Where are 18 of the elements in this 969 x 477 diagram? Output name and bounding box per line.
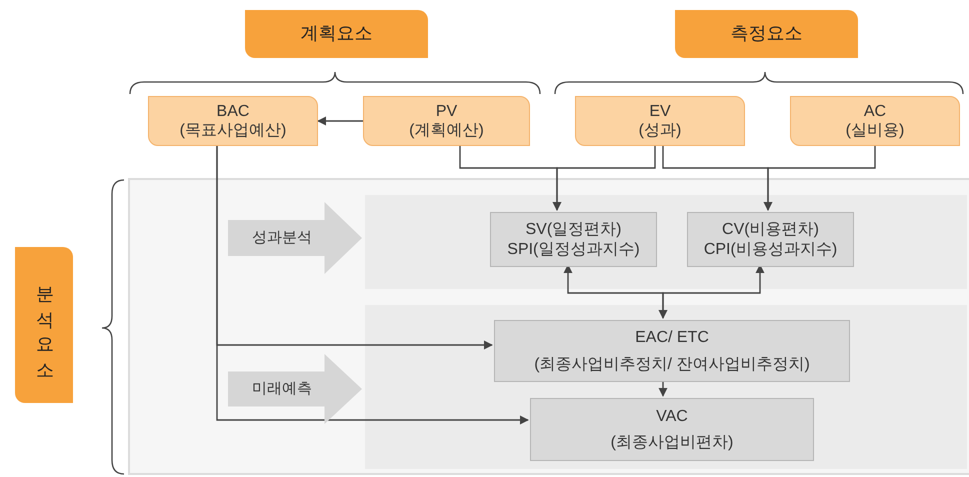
block-arrow: 미래예측 bbox=[228, 354, 362, 424]
block-arrow: 성과분석 bbox=[228, 202, 362, 274]
arrow bbox=[658, 380, 668, 397]
category-header: 분석요소 bbox=[15, 247, 73, 403]
result-box: EAC/ ETC (최종사업비추정치/ 잔여사업비추정치) bbox=[494, 320, 850, 382]
arrow bbox=[552, 146, 656, 211]
arrow bbox=[764, 146, 876, 211]
metric-box: PV (계획예산) bbox=[363, 96, 530, 146]
arrow bbox=[216, 146, 529, 424]
result-box: VAC (최종사업비편차) bbox=[530, 398, 814, 461]
metric-box: BAC (목표사업예산) bbox=[148, 96, 318, 146]
metric-box: EV (성과) bbox=[575, 96, 745, 146]
result-box: SV(일정편차) SPI(일정성과지수) bbox=[490, 212, 657, 267]
result-box: CV(비용편차) CPI(비용성과지수) bbox=[687, 212, 854, 267]
category-header: 측정요소 bbox=[675, 10, 858, 58]
metric-box: AC (실비용) bbox=[790, 96, 960, 146]
arrow bbox=[317, 116, 363, 126]
category-header: 계획요소 bbox=[245, 10, 428, 58]
